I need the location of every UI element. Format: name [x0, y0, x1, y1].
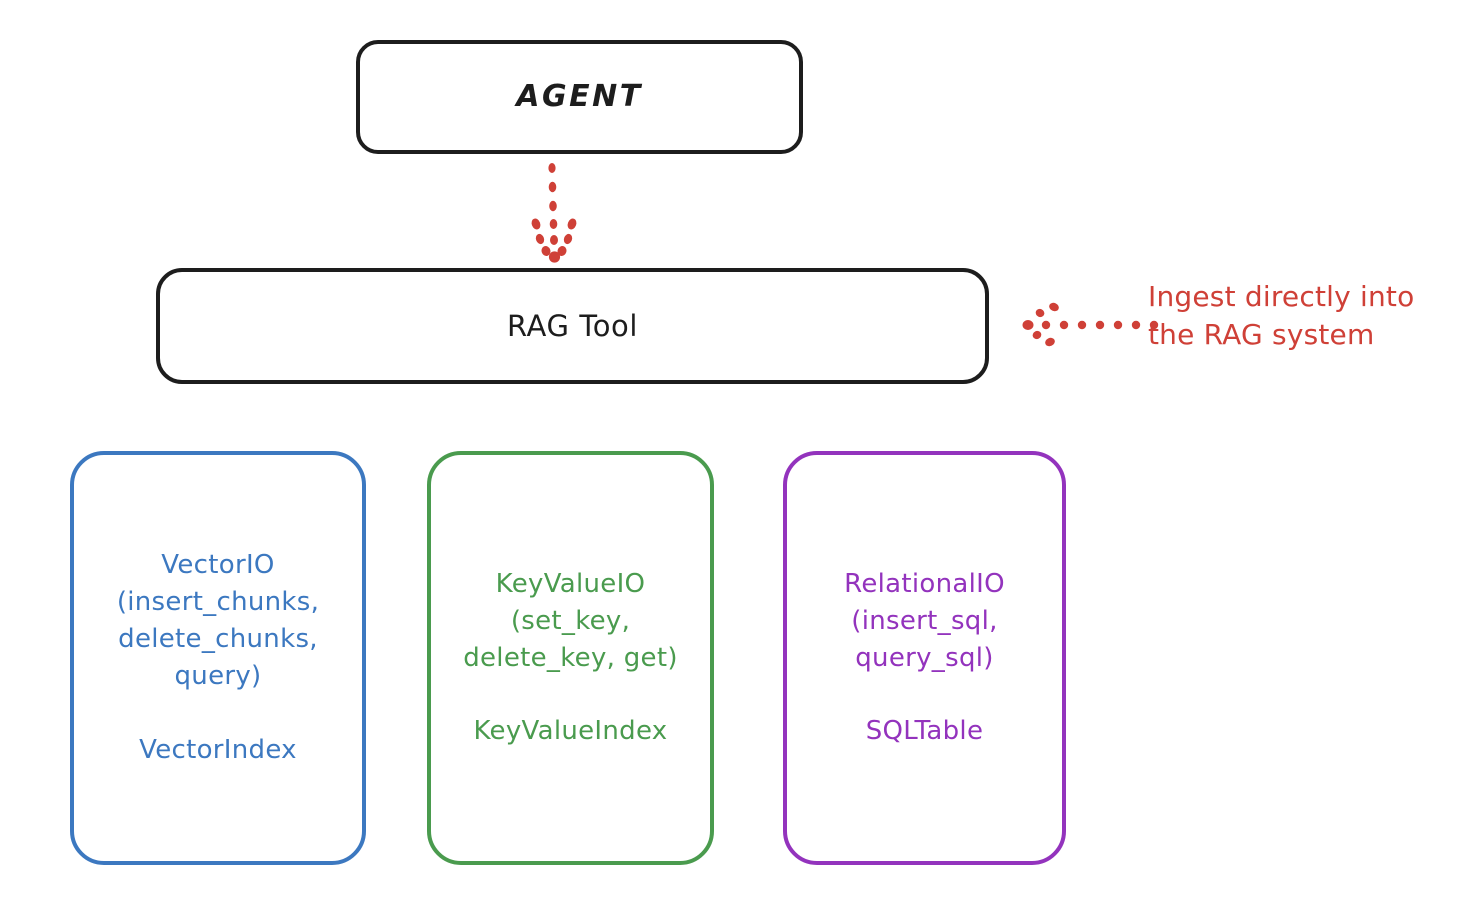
ingest-arrow-icon — [1022, 302, 1159, 347]
ingest-annotation-text: Ingest directly into the RAG system — [1148, 280, 1415, 352]
node-vector-io[interactable]: VectorIO (insert_chunks, delete_chunks, … — [70, 451, 366, 865]
node-rag-tool[interactable]: RAG Tool — [156, 268, 989, 384]
node-rag-tool-label: RAG Tool — [506, 308, 639, 343]
annotation-ingest: Ingest directly into the RAG system — [1020, 278, 1480, 378]
node-vector-io-label: VectorIO (insert_chunks, delete_chunks, … — [116, 550, 320, 765]
node-relational-io[interactable]: RelationalIO (insert_sql, query_sql) SQL… — [783, 451, 1066, 865]
node-relational-io-label: RelationalIO (insert_sql, query_sql) SQL… — [844, 568, 1005, 747]
node-key-value-io-label: KeyValueIO (set_key, delete_key, get) Ke… — [463, 568, 678, 747]
node-agent[interactable]: AGENT — [356, 40, 803, 154]
edge-agent-to-rag-tool-arrow — [531, 163, 577, 263]
node-agent-label: AGENT — [516, 78, 643, 114]
node-key-value-io[interactable]: KeyValueIO (set_key, delete_key, get) Ke… — [427, 451, 714, 865]
